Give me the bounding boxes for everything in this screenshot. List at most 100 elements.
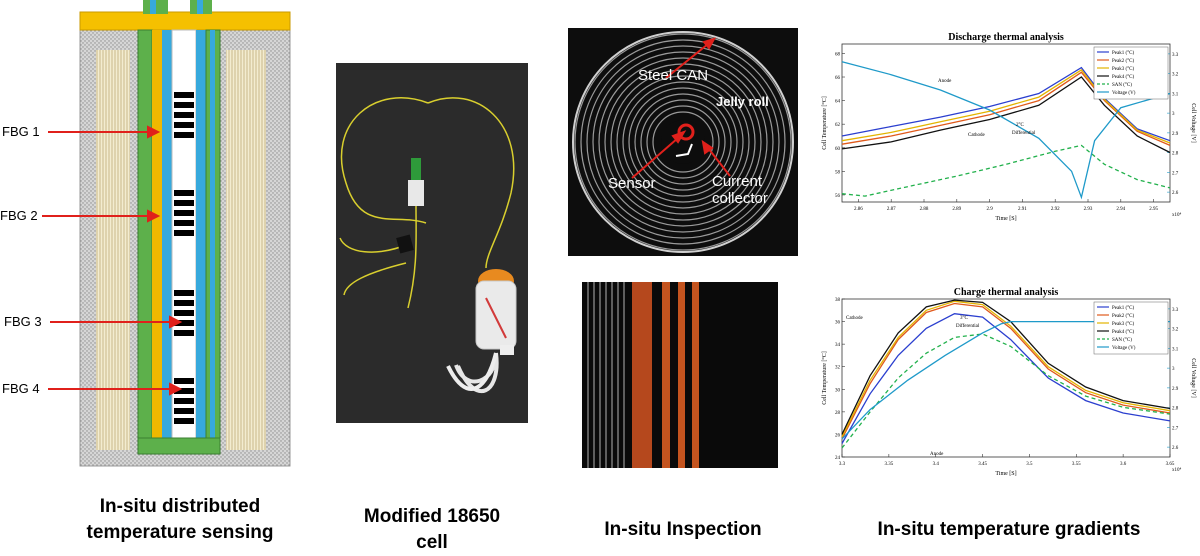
chart-annotation: Differential <box>1012 131 1036 136</box>
legend-entry: Peak4 (°C) <box>1112 330 1134 335</box>
fbg-arrows <box>42 125 183 396</box>
fbg-label-4: FBG 4 <box>2 381 40 396</box>
y2-tick-label: 3 <box>1172 112 1175 117</box>
label-steel-can: Steel CAN <box>638 67 708 84</box>
legend-entry: Peak3 (°C) <box>1112 322 1134 327</box>
legend-entry: Peak1 (°C) <box>1112 306 1134 311</box>
caption-gradients: In-situ temperature gradients <box>877 519 1141 540</box>
steel-can-ring <box>572 31 794 253</box>
y2-tick-label: 3.1 <box>1172 92 1179 97</box>
legend-entry: SAN (°C) <box>1112 338 1132 343</box>
fbg-grating-2 <box>174 190 194 236</box>
orange-band-2 <box>662 282 670 468</box>
inspection-scan-svg <box>582 282 778 468</box>
series-line-3 <box>841 300 1171 437</box>
y2-tick-label: 2.9 <box>1172 132 1179 137</box>
label-sensor: Sensor <box>608 175 656 192</box>
x-tick-label: 3.5 <box>1026 462 1033 467</box>
jelly-roll-rings <box>574 33 792 251</box>
chart-title: Discharge thermal analysis <box>948 32 1064 43</box>
chart-annotation: Anode <box>938 79 952 84</box>
x-tick-label: 2.88 <box>920 207 929 212</box>
x-tick-label: 3.55 <box>1072 462 1081 467</box>
series-line-6 <box>841 61 1171 200</box>
y2-axis-label: Cell Voltage [V] <box>1190 358 1196 397</box>
caption-sensing: In-situ distributed temperature sensing <box>86 496 274 543</box>
x-tick-label: 2.9 <box>986 207 993 212</box>
series-line-2 <box>841 302 1171 440</box>
y2-tick-label: 2.8 <box>1172 407 1179 412</box>
x-tick-label: 2.94 <box>1116 207 1125 212</box>
legend-box <box>1093 46 1169 100</box>
x-tick-label: 2.92 <box>1051 207 1060 212</box>
legend-entry: Voltage (V) <box>1112 91 1136 96</box>
inspection-scan-image <box>582 282 778 468</box>
x-tick-label: 2.86 <box>854 207 863 212</box>
legend-entry: Peak4 (°C) <box>1112 75 1134 80</box>
x-tick-label: 3.35 <box>884 462 893 467</box>
y2-tick-label: 2.7 <box>1172 426 1179 431</box>
chart-annotation: 3°C <box>960 316 968 321</box>
ct-arrows <box>631 37 731 179</box>
y-tick-label: 26 <box>835 433 841 438</box>
sensor-dot <box>677 123 695 141</box>
chart-annotation: Differential <box>956 324 980 329</box>
fiber-loop <box>340 97 429 224</box>
series-line-4 <box>841 76 1171 154</box>
label-jelly-roll: Jelly roll <box>716 94 769 109</box>
x-tick-label: 2.87 <box>887 207 896 212</box>
y-tick-label: 38 <box>835 298 841 303</box>
fbg-label-2: FBG 2 <box>0 208 38 223</box>
y-tick-label: 36 <box>835 321 841 326</box>
cell-body <box>475 280 517 350</box>
fiber-tape <box>396 234 414 254</box>
y-tick-label: 68 <box>835 52 841 57</box>
x-tick-label: 2.91 <box>1018 207 1027 212</box>
fbg-label-3: FBG 3 <box>4 314 42 329</box>
bottom-cap <box>137 437 221 455</box>
x-tick-label: 3.6 <box>1120 462 1127 467</box>
y2-tick-label: 3.2 <box>1172 328 1179 333</box>
fbg-grating-4 <box>174 378 194 424</box>
discharge-chart-svg: Discharge thermal analysis 2.86 2.87 2.88 2.… <box>818 30 1200 230</box>
chart-annotation: Cathode <box>968 133 985 138</box>
x-tick-label: 2.93 <box>1084 207 1093 212</box>
grey-layers <box>587 282 625 468</box>
x-tick-label: 3.45 <box>978 462 987 467</box>
label-current-collector-2: collector <box>712 190 768 207</box>
legend-entry: Peak1 (°C) <box>1112 51 1134 56</box>
green-tube-left <box>137 29 153 451</box>
y-tick-label: 34 <box>835 343 841 348</box>
cell-photo-illustration <box>336 63 528 423</box>
top-cap <box>79 11 291 31</box>
series-line-3 <box>841 69 1171 144</box>
series-line-5 <box>841 144 1171 197</box>
y2-tick-label: 3 <box>1172 367 1175 372</box>
chart-annotation: 2°C <box>1016 123 1024 128</box>
legend-box <box>1093 301 1169 355</box>
y-tick-label: 64 <box>835 100 841 105</box>
caption-inspection: In-situ Inspection <box>604 519 762 540</box>
y2-tick-label: 3.3 <box>1172 53 1179 58</box>
orange-band-4 <box>692 282 699 468</box>
y2-tick-label: 3.2 <box>1172 73 1179 78</box>
series-line-2 <box>841 71 1171 146</box>
orange-band-3 <box>678 282 685 468</box>
y-tick-label: 30 <box>835 388 841 393</box>
sensing-schematic-panel: FBG 1 FBG 2 FBG 3 FBG 4 <box>0 0 300 480</box>
y-tick-label: 28 <box>835 411 841 416</box>
y-tick-label: 56 <box>835 194 841 199</box>
x-multiplier: x10⁴ <box>1172 467 1182 473</box>
legend-entry: SAN (°C) <box>1112 83 1132 88</box>
y-axis-label: Cell Temperature [°C] <box>821 96 828 150</box>
series-line-4 <box>841 299 1171 435</box>
y2-tick-label: 2.8 <box>1172 152 1179 157</box>
winding-left <box>96 50 130 450</box>
x-tick-label: 2.89 <box>952 207 961 212</box>
fbg-grating-1 <box>174 92 194 138</box>
y2-tick-label: 2.7 <box>1172 171 1179 176</box>
legend-entry: Peak2 (°C) <box>1112 59 1134 64</box>
label-current-collector-1: Current <box>712 173 763 190</box>
